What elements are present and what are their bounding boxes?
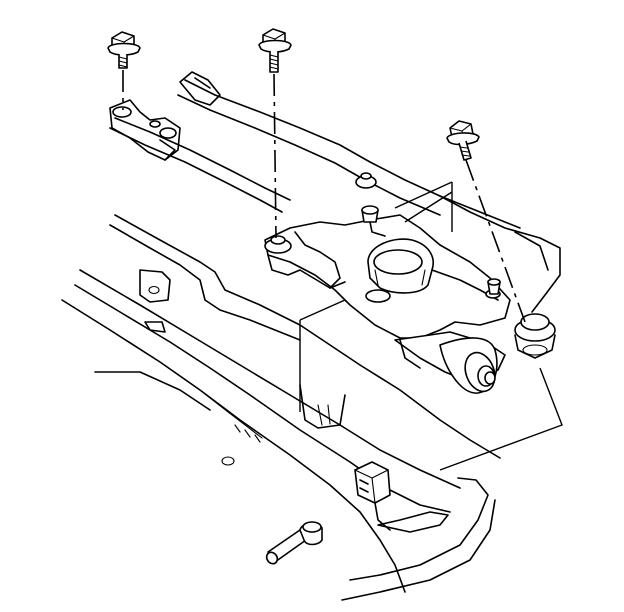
cowl-panel (61, 214, 501, 601)
bolt-left (107, 31, 141, 69)
bolt-center (258, 28, 292, 73)
callout-leader-lines (299, 181, 563, 471)
wiper-transmission (109, 71, 561, 359)
electrical-connector (354, 461, 391, 531)
fastener-leader-lines (122, 70, 526, 323)
locating-pin (265, 521, 323, 565)
bolt-right (446, 120, 480, 161)
wiper-motor (264, 205, 511, 394)
